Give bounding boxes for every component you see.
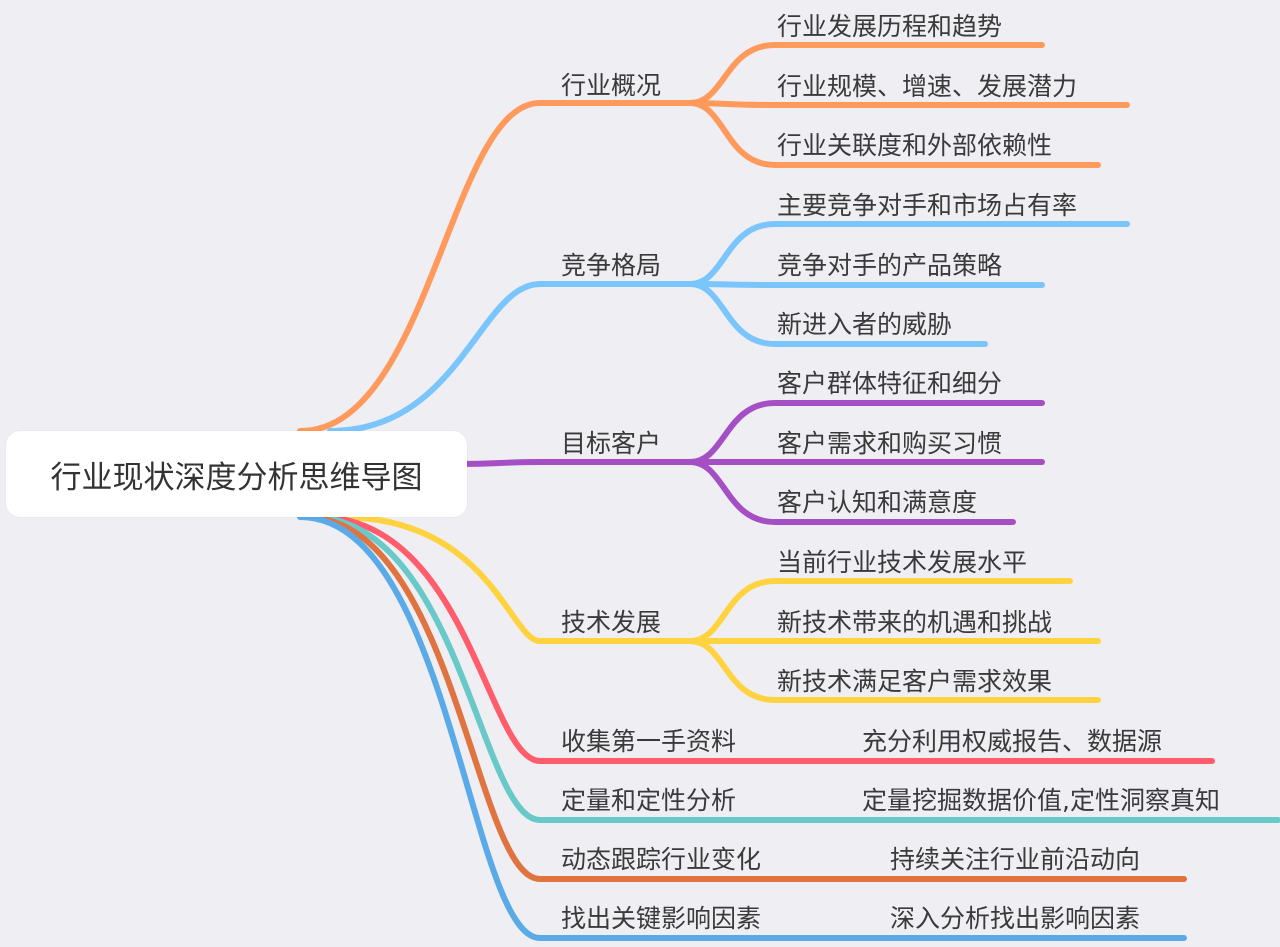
leaf-connector <box>687 100 1101 168</box>
branch-label-quant-qual[interactable]: 定量和定性分析 <box>561 786 737 815</box>
branch-label-key-factors[interactable]: 找出关键影响因素 <box>561 904 762 933</box>
leaf-label[interactable]: 持续关注行业前沿动向 <box>890 845 1141 874</box>
branch-connector <box>337 514 703 644</box>
leaf-label[interactable]: 竞争对手的产品策略 <box>777 251 1003 280</box>
branch-connector <box>315 514 1215 764</box>
branch-connector <box>297 514 1187 941</box>
leaf-label[interactable]: 充分利用权威报告、数据源 <box>862 727 1163 756</box>
leaf-connector <box>687 100 1130 108</box>
leaf-connector <box>687 281 1045 288</box>
branch-connector <box>327 281 703 434</box>
branch-label-target-customers[interactable]: 目标客户 <box>561 429 662 458</box>
leaf-label[interactable]: 客户认知和满意度 <box>777 488 978 517</box>
leaf-label[interactable]: 定量挖掘数据价值,定性洞察真知 <box>862 786 1220 815</box>
leaf-connector <box>687 459 1016 525</box>
branch-connector <box>307 514 1280 823</box>
branch-connector <box>297 100 703 434</box>
branch-label-competition[interactable]: 竞争格局 <box>561 251 662 280</box>
branch-label-dynamic-tracking[interactable]: 动态跟踪行业变化 <box>561 845 762 874</box>
leaf-connector <box>687 281 988 347</box>
branch-label-industry-overview[interactable]: 行业概况 <box>561 71 662 100</box>
leaf-label[interactable]: 当前行业技术发展水平 <box>777 548 1028 577</box>
leaf-label[interactable]: 新技术满足客户需求效果 <box>777 667 1053 696</box>
branch-connector <box>302 514 1187 882</box>
root-title: 行业现状深度分析思维导图 <box>50 459 423 496</box>
leaf-label[interactable]: 主要竞争对手和市场占有率 <box>777 191 1078 220</box>
branch-connector <box>457 459 703 467</box>
branch-label-technology[interactable]: 技术发展 <box>561 608 662 637</box>
leaf-label[interactable]: 新进入者的威胁 <box>777 310 953 339</box>
leaf-label[interactable]: 行业规模、增速、发展潜力 <box>777 72 1078 101</box>
root-node[interactable]: 行业现状深度分析思维导图 <box>6 431 467 517</box>
leaf-label[interactable]: 行业发展历程和趋势 <box>777 12 1003 41</box>
leaf-connector <box>687 638 1101 703</box>
branch-label-first-hand-data[interactable]: 收集第一手资料 <box>561 727 737 756</box>
leaf-label[interactable]: 客户需求和购买习惯 <box>777 429 1003 458</box>
leaf-label[interactable]: 新技术带来的机遇和挑战 <box>777 608 1053 637</box>
leaf-label[interactable]: 行业关联度和外部依赖性 <box>777 131 1053 160</box>
leaf-label[interactable]: 深入分析找出影响因素 <box>890 904 1141 933</box>
leaf-label[interactable]: 客户群体特征和细分 <box>777 369 1003 398</box>
